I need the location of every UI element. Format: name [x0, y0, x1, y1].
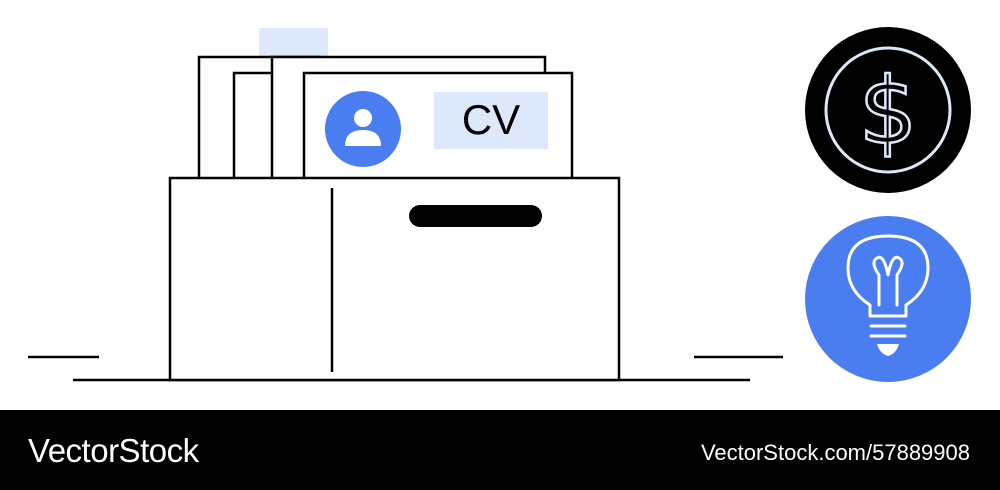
brand-logo: VectorStock: [28, 432, 199, 469]
dollar-coin-icon: $: [805, 27, 971, 193]
file-box: [168, 176, 621, 382]
lightbulb-icon: [805, 216, 971, 382]
cv-label-bg: [434, 92, 548, 149]
footer-bar: VectorStock VectorStock.com/57889908: [0, 410, 1000, 490]
cv-label: CV: [462, 96, 520, 143]
stock-id: VectorStock.com/57889908: [700, 440, 970, 465]
box-handle: [409, 205, 542, 227]
person-icon: [325, 91, 401, 167]
document-box-icon: CV: [168, 28, 621, 382]
illustration: CV $: [28, 27, 971, 382]
dollar-sign: $: [859, 58, 918, 165]
